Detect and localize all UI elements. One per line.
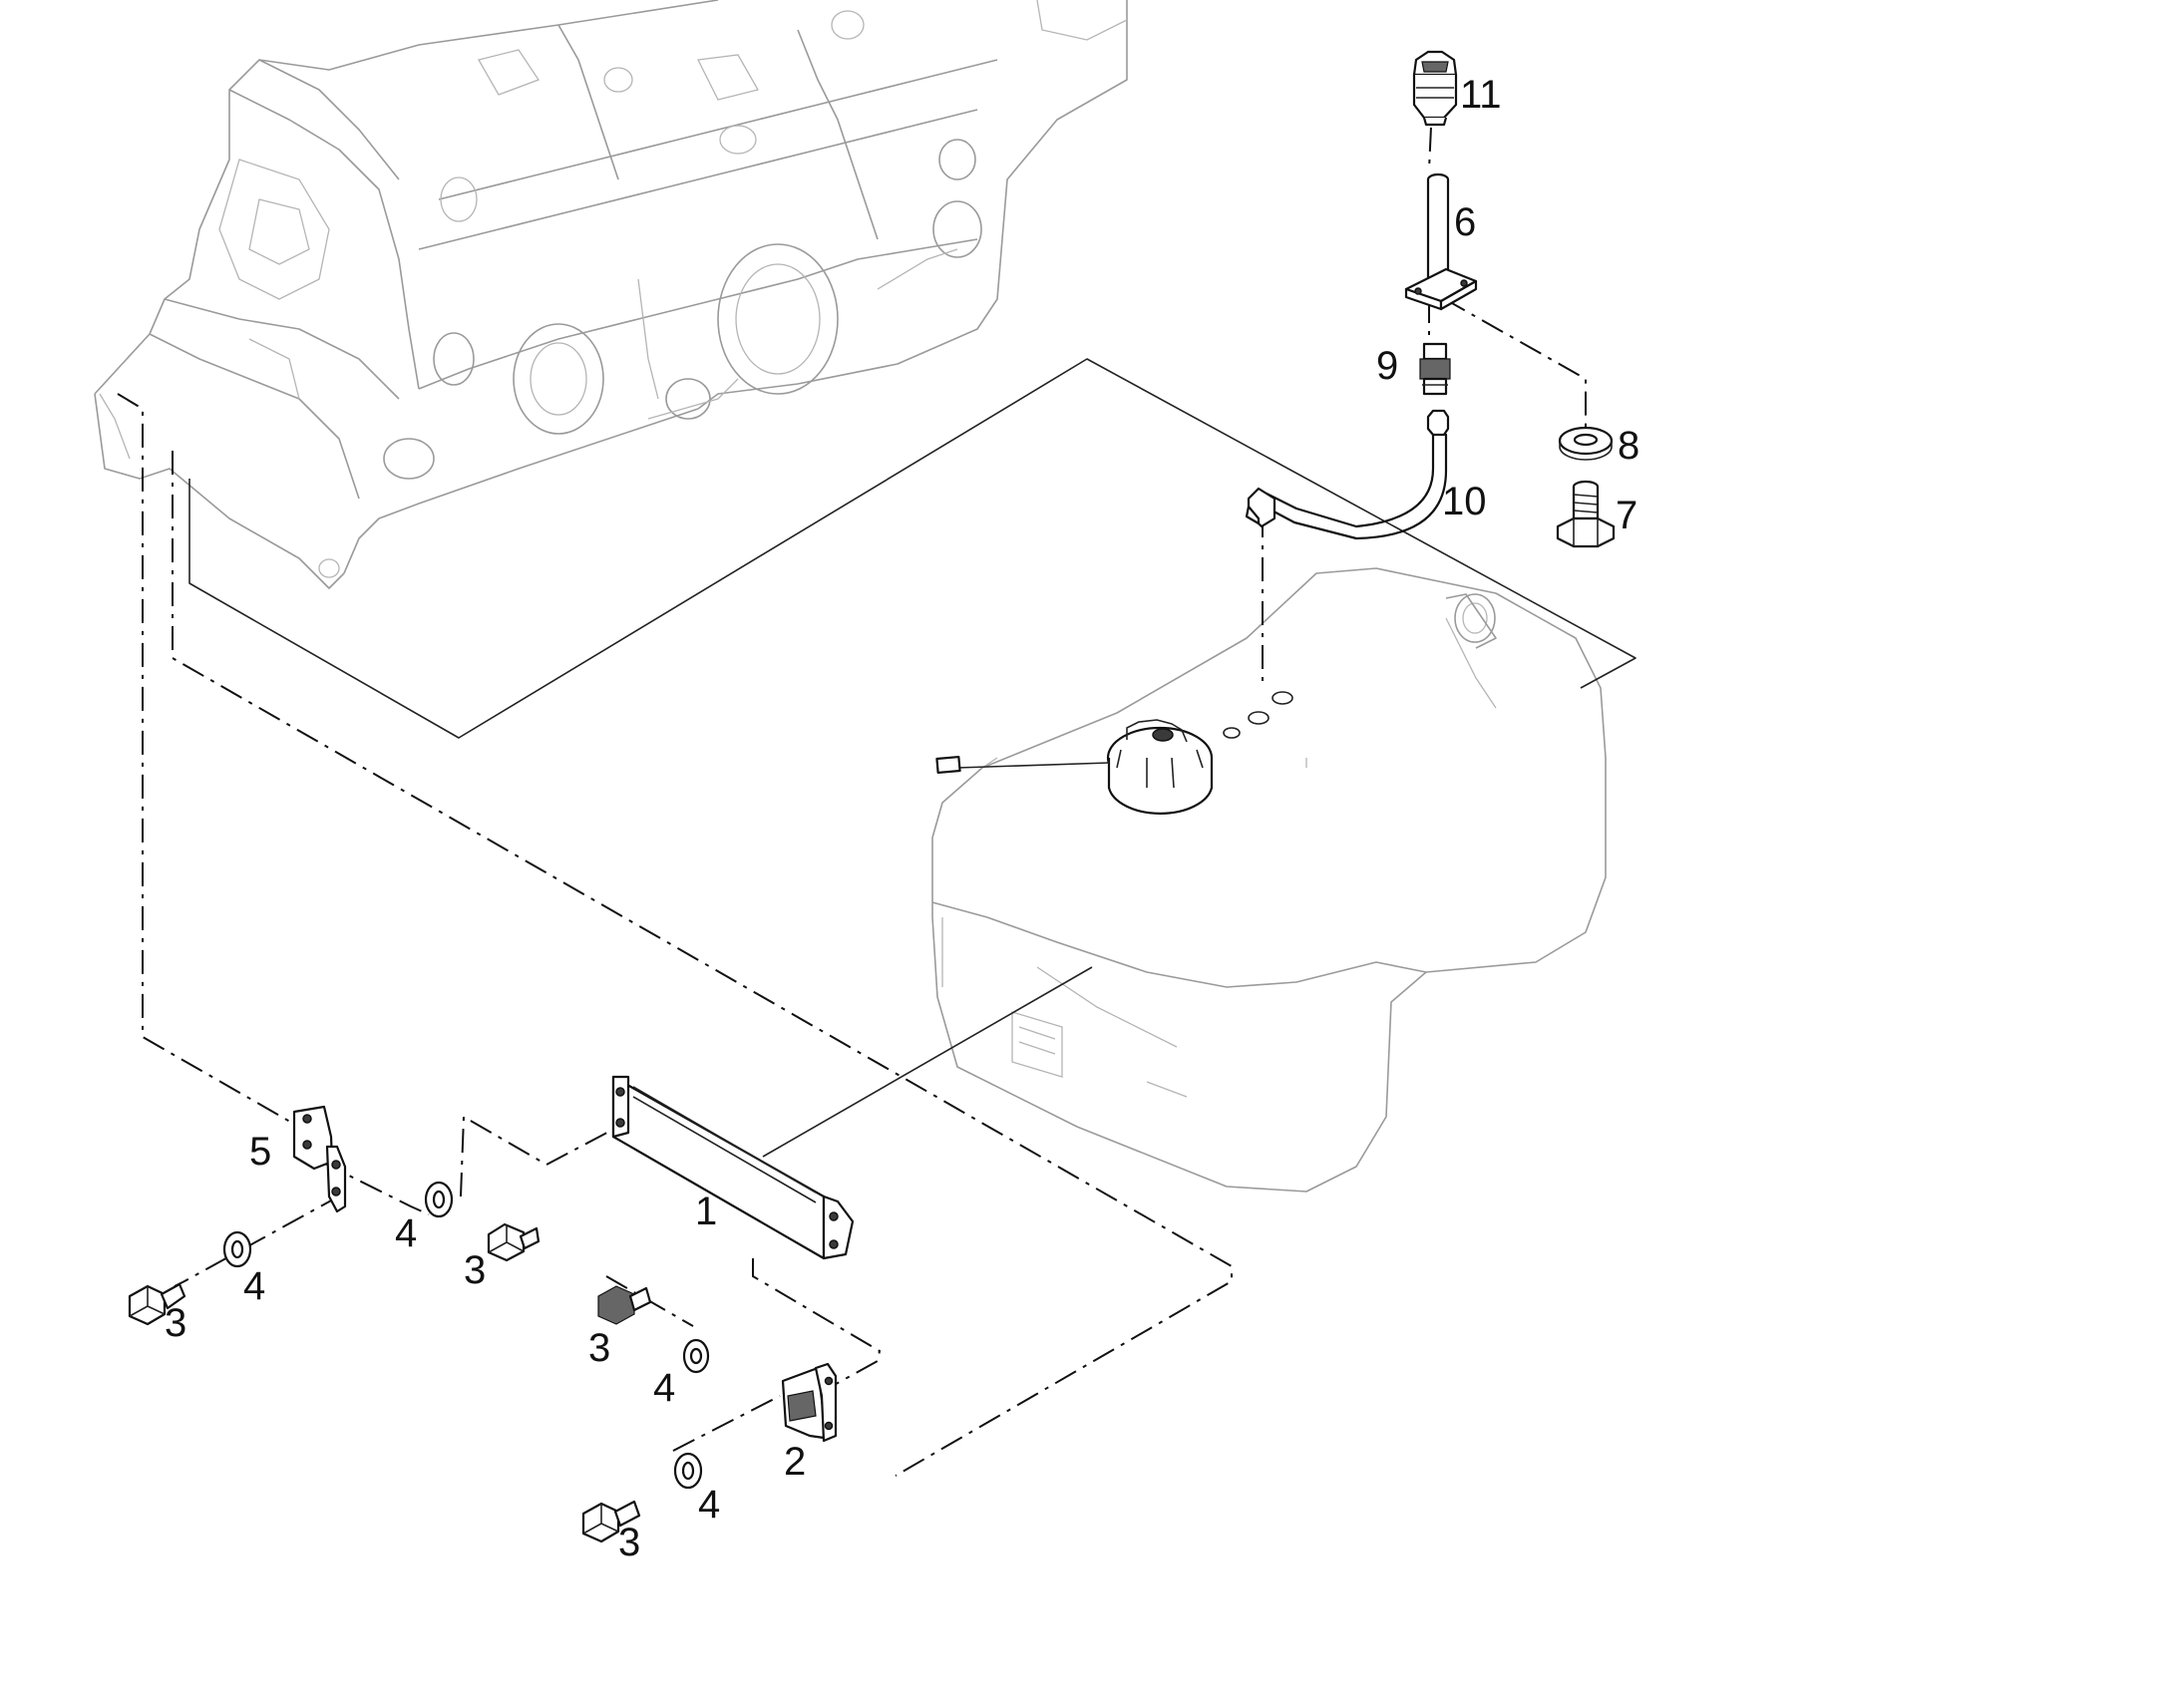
bolt-part-3 <box>597 1285 652 1325</box>
bolt-part-3 <box>487 1222 541 1262</box>
callout-part-3: 3 <box>165 1301 186 1345</box>
bolt-part-3 <box>128 1282 186 1326</box>
washer-part-4 <box>673 1452 703 1490</box>
breather-cap-part-11 <box>1412 50 1458 127</box>
banjo-bolt-part-7 <box>1556 480 1616 548</box>
callout-part-8: 8 <box>1618 424 1639 468</box>
callout-part-4: 4 <box>698 1483 720 1527</box>
callout-part-10: 10 <box>1442 480 1487 523</box>
bracket-part-5 <box>292 1105 347 1213</box>
washer-part-4 <box>222 1230 252 1268</box>
callout-part-4: 4 <box>243 1264 265 1308</box>
callout-part-1: 1 <box>695 1190 717 1233</box>
callout-part-4: 4 <box>653 1366 675 1410</box>
callout-part-2: 2 <box>784 1440 806 1484</box>
leader-lines <box>188 358 1636 1158</box>
callout-part-4: 4 <box>395 1211 417 1255</box>
callout-part-3: 3 <box>588 1326 610 1370</box>
fuel-tank <box>931 567 1607 1193</box>
hose-part-10 <box>1245 409 1450 540</box>
callout-part-7: 7 <box>1616 494 1637 537</box>
callout-labels: 1 2 3 3 3 3 4 4 4 4 5 6 7 8 9 10 11 <box>165 73 1639 1564</box>
filler-tube-part-6 <box>1404 172 1478 311</box>
callout-part-11: 11 <box>1460 73 1502 117</box>
washer-part-4 <box>682 1338 710 1374</box>
fuel-sender <box>935 691 1293 815</box>
bolt-part-3 <box>581 1500 641 1543</box>
callout-part-3: 3 <box>464 1248 486 1292</box>
strap-part-1 <box>611 1075 855 1260</box>
bracket-part-2 <box>781 1362 838 1443</box>
seal-ring-part-8 <box>1558 426 1614 461</box>
callout-part-6: 6 <box>1454 200 1476 244</box>
callout-part-3: 3 <box>618 1521 640 1564</box>
callout-part-5: 5 <box>249 1130 271 1174</box>
assembly-lines <box>117 83 1587 1477</box>
chassis-frame <box>94 0 1128 589</box>
adapter-fitting-part-9 <box>1419 342 1451 396</box>
callout-part-9: 9 <box>1376 344 1398 388</box>
washer-part-4 <box>424 1181 454 1218</box>
